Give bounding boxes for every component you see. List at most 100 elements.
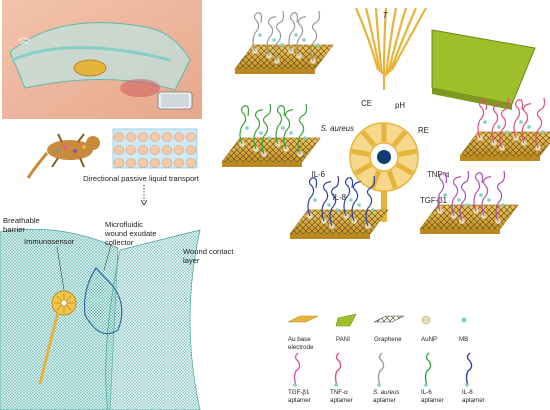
mb-tag (258, 33, 262, 37)
mb-tag (294, 33, 298, 37)
arrow-head-icon (140, 199, 148, 206)
mb-tag (487, 198, 491, 202)
tile-saureus (234, 10, 334, 74)
aunp-swatch (421, 315, 431, 325)
collector-label-line2: wound exudate (104, 229, 157, 238)
grid-cell (113, 145, 125, 155)
tile-edge (235, 69, 315, 74)
transport-caption: Directional passive liquid transport (83, 174, 200, 183)
wheel-labels: CE T pH RE TNF-α TGF-β1 IL-8 IL-6 S. aur… (312, 11, 450, 205)
legend: Au base electrode PANI Graphene AuNP MB … (287, 313, 485, 404)
tile-tnf (459, 97, 550, 161)
aptamer-strand (521, 103, 532, 144)
aptamer-legend-mb (334, 383, 338, 387)
aptamer-strand (365, 175, 376, 227)
legend-au-line2: electrode (288, 344, 314, 351)
aptamer-legend-swatch (293, 352, 301, 386)
legend-mb: MB (459, 336, 468, 343)
wheel-label-saureus: S. aureus (321, 124, 354, 133)
legend-labels: Au base electrode PANI Graphene AuNP MB … (288, 336, 485, 404)
mb-tag (479, 193, 483, 197)
aptamer-strand (473, 172, 484, 212)
legend-tnf-line1: TNF-α (330, 389, 348, 396)
aptamer-strand (451, 176, 462, 217)
mb-tag (267, 136, 271, 140)
sensor-lead (38, 312, 60, 385)
mb-tag (483, 120, 487, 124)
legend-graphene: Graphene (374, 336, 402, 343)
grid-cell (113, 158, 125, 168)
aptamer-strand (283, 109, 294, 150)
mb-tag (371, 208, 375, 212)
mb-tag (505, 130, 509, 134)
aptamer-strand (437, 172, 448, 212)
wheel-label-il6: IL-6 (312, 170, 325, 179)
aptamer-strand (252, 12, 263, 52)
collector-pointer (103, 244, 112, 271)
mb-tag (316, 43, 320, 47)
fork-electrode (354, 7, 427, 90)
mb-tag (501, 203, 505, 207)
wound-contact-label-line2: layer (183, 256, 200, 265)
tile-graphene (420, 205, 518, 229)
wound-area (120, 79, 160, 97)
wheel-spoke (391, 130, 408, 148)
mb-swatch (461, 317, 467, 323)
aptamer-strand (351, 181, 362, 222)
tile-edge (420, 229, 500, 234)
liquid-transport-grid (112, 128, 198, 169)
grid-cell (173, 145, 185, 155)
aptamer-strand (275, 105, 286, 145)
grid-cell (161, 145, 173, 155)
grid-cell (137, 145, 149, 155)
panel-a-labels: Breathable barrier Immunosensor Microflu… (3, 216, 234, 265)
grid-cell (161, 158, 173, 168)
collector-label-line1: Microfluidic (105, 220, 143, 229)
wheel-spoke (354, 162, 373, 176)
contact-tint (105, 230, 200, 410)
mb-tag (281, 126, 285, 130)
mb-tag (303, 136, 307, 140)
aptamer-legend-swatch (334, 352, 342, 386)
patch-sensor-spot (73, 59, 107, 77)
barrier-tint (0, 229, 118, 410)
mb-tag (519, 120, 523, 124)
breathable-label-line2: barrier (3, 225, 25, 234)
legend-tgf-line2: aptamer (288, 397, 311, 404)
mb-tag (497, 125, 501, 129)
aptamer-strand (481, 176, 492, 217)
legend-pani: PANI (336, 336, 350, 343)
grid-cell (125, 145, 137, 155)
wheel-spoke (395, 162, 414, 176)
aptamer-strand (239, 105, 250, 145)
mb-tag (302, 38, 306, 42)
grid-cell (173, 132, 185, 142)
wheel-label-tgf: TGF-β1 (420, 196, 447, 205)
tile-il6 (221, 103, 321, 167)
immunosensor-core (60, 299, 68, 307)
collector-label-line3: collector (105, 238, 134, 247)
mb-tag (272, 38, 276, 42)
mb-tag (313, 198, 317, 202)
legend-il6-line1: IL-6 (421, 389, 432, 396)
wheel-spoke (386, 170, 398, 189)
mb-tag (349, 198, 353, 202)
smartphone-screen (161, 94, 189, 107)
wheel-label-tnf: TNF-α (427, 170, 450, 179)
tile-graphene (235, 45, 333, 69)
tile-il8 (289, 175, 389, 239)
aptamer-strand (459, 170, 470, 222)
aptamer-strand (261, 103, 272, 155)
aptamer-strand (296, 16, 307, 57)
legend-saureus-line1: S. aureus (373, 389, 399, 396)
aptamer-strand (495, 170, 506, 222)
exploded-layers (0, 228, 201, 410)
grid-cell (185, 145, 197, 155)
aptamer-strand (329, 175, 340, 227)
grid-cell (161, 132, 173, 142)
wifi-signal-icon (17, 37, 31, 45)
pani-sheet-edge (432, 88, 512, 110)
wearable-patch (9, 22, 191, 91)
mb-tag (443, 193, 447, 197)
skin-patch-illustration (2, 0, 202, 119)
